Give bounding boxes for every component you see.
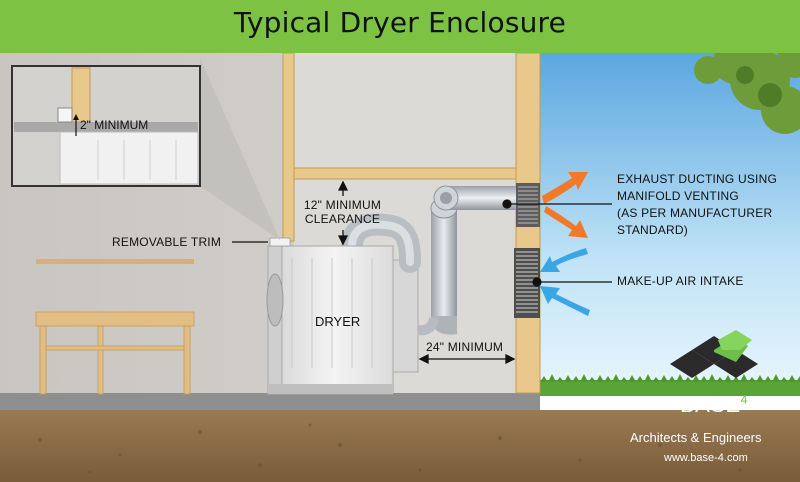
base4-logo-mark — [670, 330, 758, 378]
exhaust-label-line4: STANDARD) — [617, 223, 688, 237]
exhaust-vent — [516, 183, 540, 227]
clearance-label: 12" MINIMUM CLEARANCE — [295, 198, 390, 226]
floor-slab — [0, 393, 540, 413]
inset-zoom-wedge — [200, 58, 280, 240]
exhaust-label: EXHAUST DUCTING USING MANIFOLD VENTING (… — [617, 171, 777, 239]
logo-tagline: Architects & Engineers — [630, 430, 762, 445]
makeup-air-label: MAKE-UP AIR INTAKE — [617, 274, 744, 288]
clearance-label-line1: 12" MINIMUM — [303, 198, 382, 212]
dryer-label: DRYER — [315, 314, 361, 329]
inset-minimum-label: 2" MINIMUM — [80, 118, 149, 132]
intake-arrows — [540, 248, 590, 316]
enclosure-stud — [282, 52, 295, 242]
page-title: Typical Dryer Enclosure — [233, 6, 567, 39]
logo-brand-sup: 4 — [740, 392, 748, 407]
side-table — [35, 311, 195, 395]
ground — [0, 410, 800, 482]
vertical-duct — [431, 208, 457, 316]
callout-leaders — [232, 199, 612, 287]
logo-brand-text: BASE — [680, 392, 741, 417]
logo-brand: BASE4 — [680, 392, 748, 418]
header-beam — [293, 167, 517, 180]
side-minimum-label: 24" MINIMUM — [426, 340, 504, 354]
inset-detail — [11, 65, 201, 187]
grass — [540, 380, 800, 396]
removable-trim-label: REMOVABLE TRIM — [112, 235, 222, 249]
logo-url: www.base-4.com — [664, 452, 748, 464]
dryer-body — [266, 245, 394, 395]
wall-shelf — [36, 259, 194, 264]
exhaust-arrows — [542, 172, 588, 238]
side-dimension — [418, 353, 516, 365]
exhaust-label-line3: (AS PER MANUFACTURER — [617, 206, 773, 220]
removable-trim-piece — [269, 237, 291, 247]
clearance-dimension — [337, 180, 349, 246]
exhaust-label-line2: MANIFOLD VENTING — [617, 189, 739, 203]
exhaust-label-line1: EXHAUST DUCTING USING — [617, 172, 777, 186]
clearance-label-line2: CLEARANCE — [304, 212, 381, 226]
title-bar — [0, 0, 800, 53]
